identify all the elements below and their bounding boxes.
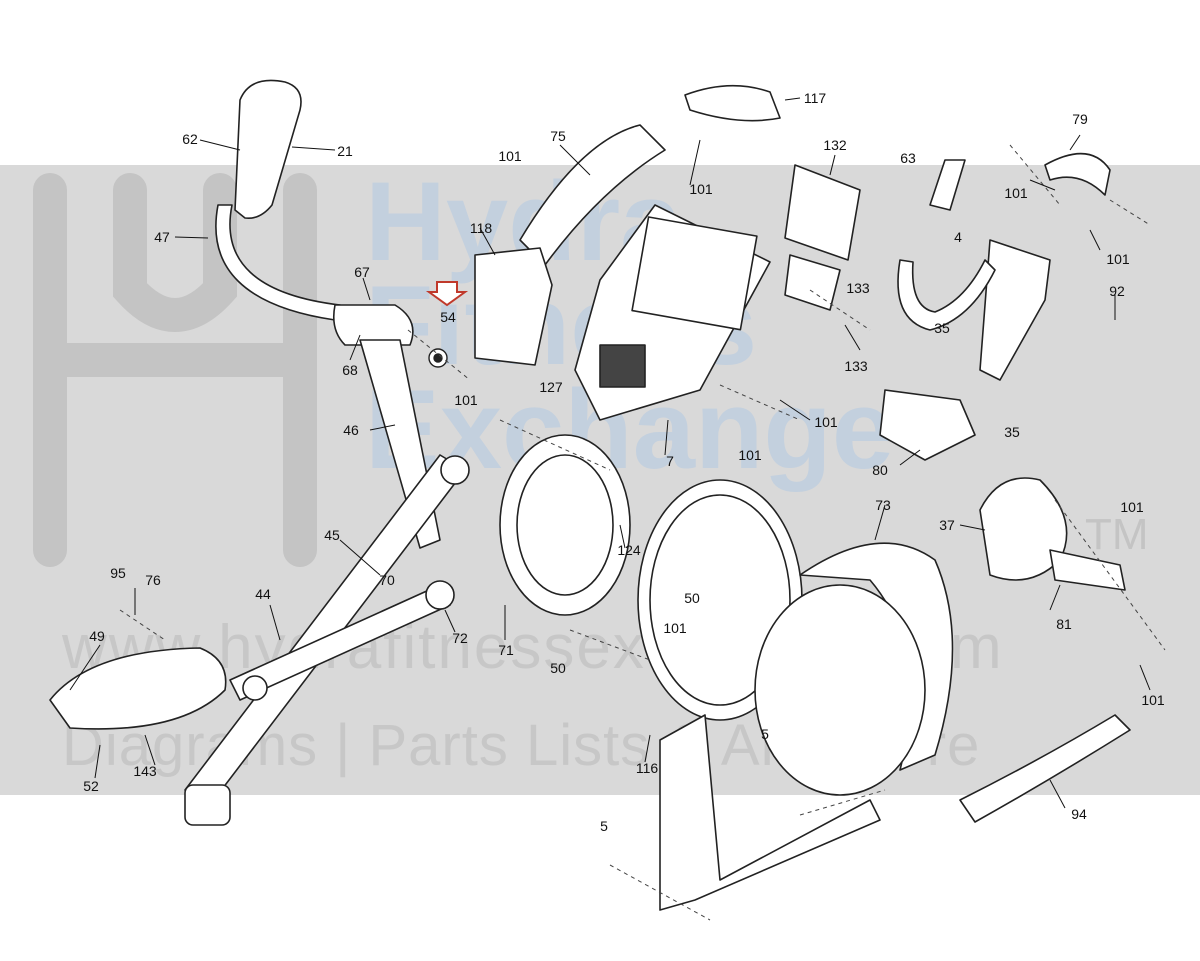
- foot-pedal: [49, 647, 227, 730]
- part-label: 68: [342, 362, 358, 378]
- part-label: 5: [761, 726, 769, 742]
- part-label: 117: [803, 90, 827, 106]
- part-label: 79: [1072, 111, 1088, 127]
- upright-frame: [979, 239, 1051, 381]
- top-clip: [684, 84, 781, 122]
- part-label: 63: [900, 150, 916, 166]
- part-label: 127: [539, 379, 563, 395]
- part-label: 5: [600, 818, 608, 834]
- part-label: 101: [1120, 499, 1144, 515]
- part-label: 67: [354, 264, 370, 280]
- part-label: 95: [110, 565, 126, 581]
- part-label: 45: [324, 527, 340, 543]
- part-label: 101: [738, 447, 762, 463]
- part-label: 75: [550, 128, 566, 144]
- part-label: 70: [379, 572, 395, 588]
- pivot-housing: [332, 304, 414, 346]
- part-label: 133: [846, 280, 870, 296]
- part-label: 94: [1071, 806, 1087, 822]
- part-label: 44: [255, 586, 271, 602]
- part-label: 92: [1109, 283, 1125, 299]
- handle-grip: [979, 477, 1068, 581]
- part-label: 101: [498, 148, 522, 164]
- part-label: 133: [844, 358, 868, 374]
- part-label: 37: [939, 517, 955, 533]
- part-label: 116: [635, 760, 659, 776]
- part-label: 101: [663, 620, 687, 636]
- watermark-trademark: TM: [1085, 510, 1149, 559]
- part-label: 4: [954, 229, 962, 245]
- part-label: 73: [875, 497, 891, 513]
- upright-cap: [1044, 152, 1111, 196]
- part-label: 46: [343, 422, 359, 438]
- part-label: 81: [1056, 616, 1072, 632]
- part-label: 21: [337, 143, 353, 159]
- highlight-arrow-icon: [425, 281, 469, 307]
- pedal-strap: [959, 714, 1131, 823]
- foam-grip: [929, 159, 966, 211]
- side-cover: [474, 247, 553, 366]
- part-label: 101: [454, 392, 478, 408]
- pedal-arm: [184, 454, 466, 806]
- part-label: 80: [872, 462, 888, 478]
- part-label: 101: [1004, 185, 1028, 201]
- part-label: 76: [145, 572, 161, 588]
- part-label: 72: [452, 630, 468, 646]
- main-frame: [659, 714, 881, 911]
- part-label: 49: [89, 628, 105, 644]
- top-shroud: [519, 124, 666, 266]
- part-label: 50: [550, 660, 566, 676]
- part-label: 35: [934, 320, 950, 336]
- part-label-highlighted: 54: [440, 309, 456, 325]
- part-label: 35: [1004, 424, 1020, 440]
- part-label: 7: [666, 453, 674, 469]
- watermark-logo: [33, 173, 317, 567]
- part-label: 47: [154, 229, 170, 245]
- upper-handle: [234, 79, 302, 220]
- part-label: 101: [689, 181, 713, 197]
- part-label: 52: [83, 778, 99, 794]
- part-label: 101: [814, 414, 838, 430]
- part-label: 101: [1141, 692, 1165, 708]
- part-label: 124: [617, 542, 641, 558]
- part-label: 71: [498, 642, 514, 658]
- part-label: 143: [133, 763, 157, 779]
- part-label: 132: [823, 137, 847, 153]
- part-label: 62: [182, 131, 198, 147]
- bracket-base: [879, 389, 976, 461]
- part-label: 101: [1106, 251, 1130, 267]
- tablet-holder: [784, 164, 861, 261]
- part-label: 50: [684, 590, 700, 606]
- part-label: 118: [469, 220, 493, 236]
- handle-tube: [215, 204, 341, 321]
